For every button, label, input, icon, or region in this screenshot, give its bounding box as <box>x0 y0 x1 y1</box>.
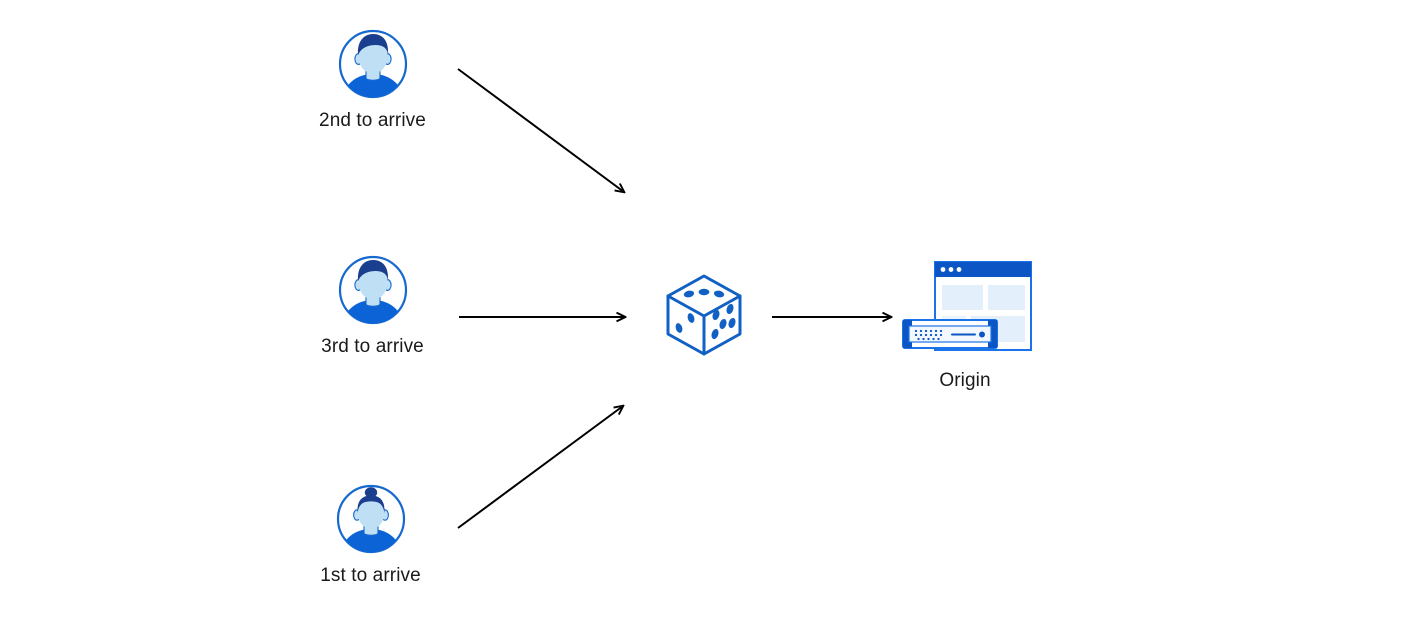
node-label-origin: Origin <box>939 370 991 391</box>
dice-cube-icon <box>658 268 750 360</box>
user-avatar-short-hair-icon <box>337 28 409 100</box>
router-appliance <box>902 319 998 349</box>
node-origin[interactable]: Origin <box>898 258 1032 392</box>
arrow-1st-to-dice <box>457 406 623 529</box>
node-client-1st[interactable]: 1st to arrive <box>298 483 443 587</box>
node-client-3rd[interactable]: 3rd to arrive <box>300 254 445 358</box>
node-label-client-2nd: 2nd to arrive <box>319 110 426 131</box>
origin-server-browser-icon <box>899 258 1032 360</box>
arrow-2nd-to-dice <box>457 68 624 192</box>
node-label-client-3rd: 3rd to arrive <box>321 336 424 357</box>
node-client-2nd[interactable]: 2nd to arrive <box>300 28 445 132</box>
user-avatar-bun-hair-icon <box>335 483 407 555</box>
user-avatar-short-hair-icon <box>337 254 409 326</box>
node-label-client-1st: 1st to arrive <box>320 565 421 586</box>
node-randomizer[interactable] <box>656 268 752 360</box>
